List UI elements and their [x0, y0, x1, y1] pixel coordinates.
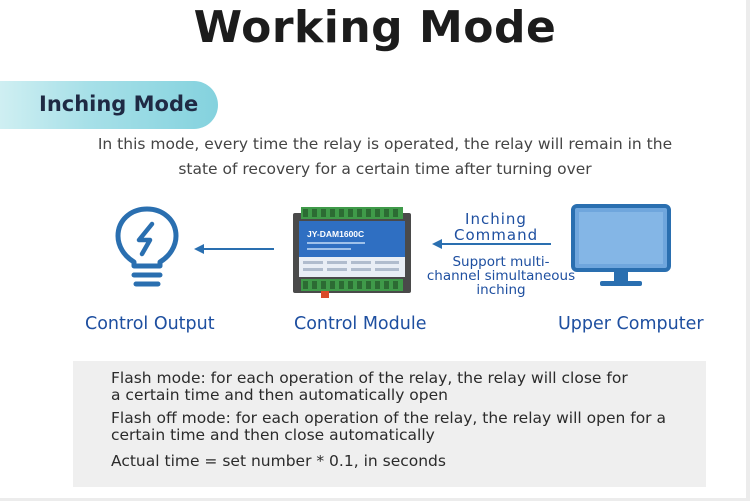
label-control-module: Control Module: [294, 314, 427, 334]
description-line: state of recovery for a certain time aft…: [178, 160, 592, 178]
mode-description: In this mode, every time the relay is op…: [60, 132, 710, 182]
device-model-text: JY-DAM1600C: [307, 229, 364, 239]
bulb-icon: [115, 206, 179, 287]
support-note-line: channel simultaneous: [426, 268, 576, 284]
label-control-output: Control Output: [85, 314, 215, 334]
label-upper-computer: Upper Computer: [558, 314, 704, 334]
command-label-line2: Command: [454, 226, 539, 244]
note-line: Flash off mode: for each operation of th…: [111, 409, 666, 427]
arrow-left-icon: [441, 243, 551, 245]
note-flash-off-mode: Flash off mode: for each operation of th…: [111, 410, 701, 444]
page-edge-right: [746, 0, 750, 501]
note-line: Actual time = set number * 0.1, in secon…: [111, 452, 446, 470]
note-flash-mode: Flash mode: for each operation of the re…: [111, 370, 701, 404]
page-title: Working Mode: [193, 2, 557, 53]
relay-module-icon: JY-DAM1600C: [293, 207, 411, 298]
mode-pill: Inching Mode: [0, 81, 218, 129]
notes-panel: Flash mode: for each operation of the re…: [73, 361, 706, 487]
arrow-left-icon: [202, 248, 274, 250]
command-label-line1: Inching: [465, 210, 527, 228]
note-line: a certain time and then automatically op…: [111, 386, 448, 404]
page-edge-bottom: [0, 498, 750, 501]
arrow-head: [432, 239, 442, 249]
note-line: Flash mode: for each operation of the re…: [111, 369, 628, 387]
monitor-icon: [571, 204, 671, 286]
arrow-head: [194, 244, 204, 254]
mode-label: Inching Mode: [39, 92, 199, 116]
note-line: certain time and then close automaticall…: [111, 426, 435, 444]
support-note-line: inching: [476, 282, 526, 298]
note-actual-time: Actual time = set number * 0.1, in secon…: [111, 453, 701, 470]
support-note-line: Support multi-: [452, 254, 550, 270]
description-line: In this mode, every time the relay is op…: [97, 135, 673, 153]
